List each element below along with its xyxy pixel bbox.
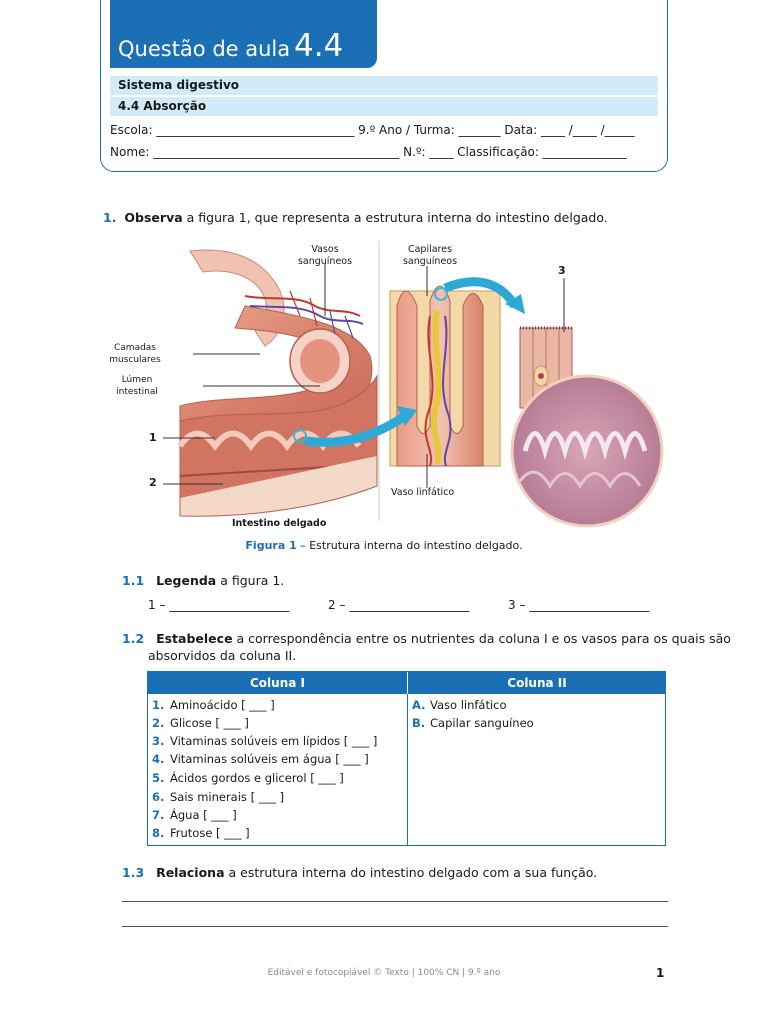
school-line[interactable]: Escola: ________________________________…	[110, 123, 635, 137]
label-vaso-linfatico: Vaso linfático	[391, 487, 455, 498]
col1-row[interactable]: 2.Glicose [ ___ ]	[152, 716, 249, 730]
name-line[interactable]: Nome: __________________________________…	[110, 145, 627, 159]
column-divider	[407, 694, 408, 846]
topic-bar: Sistema digestivo	[110, 76, 658, 95]
answer-blank-3[interactable]: 3 – ____________________	[508, 598, 650, 612]
matching-table: Coluna I Coluna II 1.Aminoácido [ ___ ] …	[147, 671, 666, 846]
question-text: a estrutura interna do intestino delgado…	[224, 865, 598, 880]
figure-caption: Figura 1 – Estrutura interna do intestin…	[0, 539, 768, 552]
col1-row[interactable]: 8.Frutose [ ___ ]	[152, 826, 250, 840]
label-camadas: Camadas musculares	[109, 343, 161, 365]
question-1: 1. Observa a figura 1, que representa a …	[103, 210, 608, 225]
column-2-header: Coluna II	[408, 672, 666, 694]
caption-text: – Estrutura interna do intestino delgado…	[296, 539, 523, 552]
answer-line[interactable]	[122, 901, 668, 902]
col1-row[interactable]: 6.Sais minerais [ ___ ]	[152, 790, 285, 804]
footer-text: Editável e fotocopiável © Texto | 100% C…	[267, 968, 501, 978]
question-1-2: 1.2 Estabelece a correspondência entre o…	[122, 631, 731, 646]
col2-row: A.Vaso linfático	[412, 698, 507, 712]
header-frame	[100, 0, 668, 172]
page-number: 1	[656, 966, 665, 980]
question-verb: Relaciona	[156, 865, 225, 880]
col2-row: B.Capilar sanguíneo	[412, 716, 534, 730]
question-verb: Estabelece	[156, 631, 233, 646]
caption-label: Figura 1	[245, 539, 297, 552]
header-divider	[407, 672, 408, 694]
col1-row[interactable]: 1.Aminoácido [ ___ ]	[152, 698, 275, 712]
title-number: 4.4	[293, 28, 344, 64]
title-text: Questão de aula	[118, 37, 291, 61]
question-number: 1.	[103, 210, 117, 225]
label-lumen: Lúmen intestinal	[116, 375, 158, 397]
col1-row[interactable]: 4.Vitaminas solúveis em água [ ___ ]	[152, 752, 369, 766]
label-number-1: 1	[149, 431, 157, 444]
question-verb: Observa	[124, 210, 183, 225]
question-text: a figura 1.	[216, 573, 285, 588]
question-number: 1.1	[122, 573, 145, 588]
question-1-2-cont: absorvidos da coluna II.	[148, 648, 297, 663]
question-number: 1.2	[122, 631, 145, 646]
subtopic-bar: 4.4 Absorção	[110, 97, 658, 116]
question-number: 1.3	[122, 865, 145, 880]
answer-blank-1[interactable]: 1 – ____________________	[148, 598, 290, 612]
label-capilares: Capilares sanguíneos	[402, 244, 458, 267]
question-text: a figura 1, que representa a estrutura i…	[182, 210, 608, 225]
col1-row[interactable]: 5.Ácidos gordos e glicerol [ ___ ]	[152, 771, 344, 785]
label-number-3: 3	[558, 264, 566, 277]
question-text: a correspondência entre os nutrientes da…	[232, 631, 731, 646]
answer-blank-2[interactable]: 2 – ____________________	[328, 598, 470, 612]
label-vasos: Vasos sanguíneos	[297, 244, 353, 267]
label-number-2: 2	[149, 476, 157, 489]
question-verb: Legenda	[156, 573, 217, 588]
column-1-header: Coluna I	[148, 672, 407, 694]
col1-row[interactable]: 3.Vitaminas solúveis em lípidos [ ___ ]	[152, 734, 378, 748]
col1-row[interactable]: 7.Água [ ___ ]	[152, 808, 237, 822]
label-intestino: Intestino delgado	[232, 518, 327, 529]
intestine-figure: Vasos sanguíneos Capilares sanguíneos Ca…	[105, 236, 665, 536]
answer-line[interactable]	[122, 926, 668, 927]
question-1-3: 1.3 Relaciona a estrutura interna do int…	[122, 865, 597, 880]
intestine-illustration	[163, 241, 664, 528]
question-1-1: 1.1 Legenda a figura 1.	[122, 573, 284, 588]
title-tab: Questão de aula 4.4	[110, 0, 377, 68]
